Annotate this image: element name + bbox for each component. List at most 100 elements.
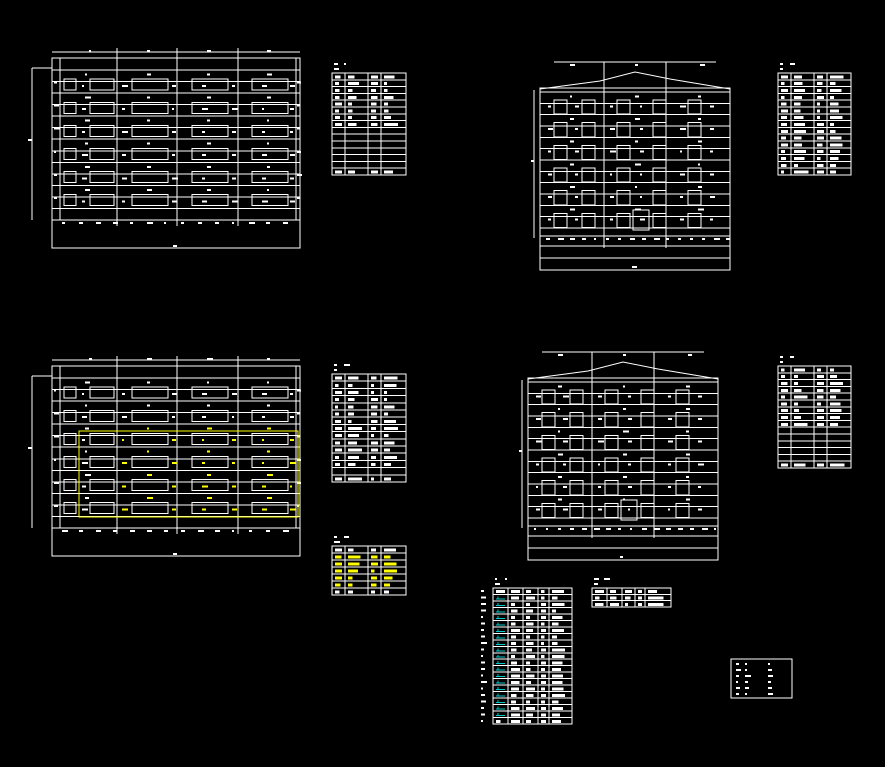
table-cell-text xyxy=(794,129,807,133)
floor-plan-floor-plan-1 xyxy=(28,48,302,249)
annotation-mark xyxy=(173,245,177,247)
window-opening xyxy=(687,144,702,160)
table-cell-text xyxy=(335,569,342,573)
annotation-mark xyxy=(558,528,561,530)
table-cell-text xyxy=(781,109,788,113)
window-opening xyxy=(131,194,169,207)
annotation-mark xyxy=(558,476,562,479)
annotation-mark xyxy=(628,418,632,420)
table-cell-text xyxy=(817,102,821,106)
table-cell-text xyxy=(794,123,806,126)
table-cell-text xyxy=(371,383,375,387)
window-opening xyxy=(640,434,655,450)
annotation-mark xyxy=(680,150,682,153)
annotation-mark xyxy=(82,485,86,488)
annotation-mark xyxy=(635,64,638,66)
table-cell-text xyxy=(794,402,798,406)
table-cell-text xyxy=(371,441,378,445)
table-cell-text xyxy=(794,463,806,467)
annotation-mark xyxy=(563,486,567,488)
annotation-mark xyxy=(122,131,128,134)
table-cell-text xyxy=(781,143,788,147)
annotation-mark xyxy=(130,530,135,532)
annotation-mark xyxy=(768,693,773,695)
table-cell-text xyxy=(526,622,534,626)
annotation-mark xyxy=(702,528,708,530)
annotation-mark xyxy=(680,105,686,108)
annotation-mark xyxy=(172,439,176,442)
annotation-mark xyxy=(267,358,270,360)
annotation-mark xyxy=(202,462,205,465)
annotation-mark xyxy=(668,440,673,443)
annotation-mark xyxy=(202,485,208,488)
table-cell-text xyxy=(794,157,805,160)
annotation-mark xyxy=(563,508,568,511)
window-opening xyxy=(640,480,655,496)
window-opening xyxy=(191,78,229,91)
table-cell-text xyxy=(638,590,642,594)
table-cell-text xyxy=(348,477,362,481)
annotation-mark xyxy=(147,73,151,76)
table-cell-text xyxy=(794,82,803,86)
annotation-mark xyxy=(79,530,83,532)
annotation-mark xyxy=(575,150,579,153)
annotation-mark xyxy=(207,73,210,76)
annotation-mark xyxy=(790,63,795,65)
window-opening xyxy=(63,194,77,207)
window-opening xyxy=(131,78,169,91)
table-cell-text xyxy=(552,590,565,594)
annotation-mark xyxy=(623,408,626,411)
annotation-mark xyxy=(262,439,264,442)
table-cell-text xyxy=(830,143,843,147)
window-opening xyxy=(191,147,229,160)
table-cell-text xyxy=(335,398,340,402)
table-cell-text xyxy=(335,463,341,466)
annotation-mark xyxy=(570,95,572,98)
window-opening xyxy=(640,389,655,405)
window-opening xyxy=(581,190,596,206)
table-cell-text xyxy=(781,375,786,379)
table-cell-text xyxy=(552,629,564,633)
annotation-mark xyxy=(698,395,702,398)
annotation-mark xyxy=(570,140,574,143)
annotation-mark xyxy=(267,381,269,384)
table-cell-text xyxy=(595,596,600,600)
annotation-mark xyxy=(546,528,548,530)
annotation-mark xyxy=(548,128,553,130)
table-cell-text xyxy=(541,635,545,639)
table-cell-text xyxy=(817,375,824,379)
elevation-footer-box xyxy=(527,535,719,561)
table-outline xyxy=(331,373,407,483)
annotation-mark xyxy=(481,642,487,645)
annotation-mark xyxy=(122,108,125,111)
window-opening xyxy=(191,455,229,468)
table-cell-text xyxy=(830,382,844,385)
annotation-mark xyxy=(232,393,237,395)
schedule-table-schedule-2 xyxy=(777,63,852,176)
annotation-mark xyxy=(334,63,338,65)
annotation-mark xyxy=(780,356,783,358)
table-cell-text xyxy=(541,590,545,594)
annotation-mark xyxy=(232,485,236,488)
table-cell-text xyxy=(794,422,808,426)
annotation-mark xyxy=(582,238,586,240)
elevation-footer-box xyxy=(539,245,731,271)
table-cell-text xyxy=(384,576,393,580)
annotation-mark xyxy=(266,222,270,224)
annotation-mark xyxy=(54,104,59,107)
annotation-mark xyxy=(495,578,497,580)
table-outline xyxy=(591,587,672,608)
annotation-mark xyxy=(147,530,152,532)
table-cell-text xyxy=(794,368,805,372)
annotation-mark xyxy=(546,238,550,240)
annotation-mark xyxy=(202,177,205,180)
annotation-mark xyxy=(267,404,270,407)
annotation-mark xyxy=(628,395,631,398)
table-cell-text xyxy=(541,622,545,626)
annotation-mark xyxy=(710,196,715,198)
table-cell-text xyxy=(496,590,505,594)
window-opening xyxy=(251,502,289,515)
annotation-mark xyxy=(780,68,783,70)
annotation-mark xyxy=(82,416,87,419)
